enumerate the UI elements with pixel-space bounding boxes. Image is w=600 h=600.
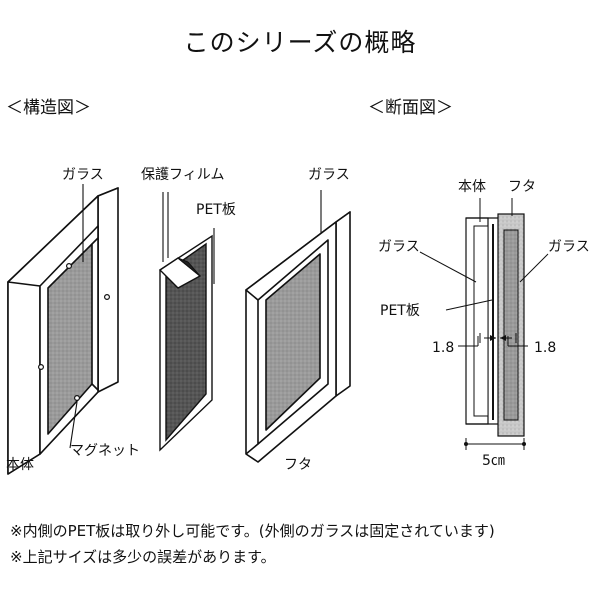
cross-section-heading: ＜断面図＞ bbox=[368, 98, 453, 118]
section-lid-glass bbox=[503, 229, 519, 421]
section-glass-left-label: ガラス bbox=[378, 239, 420, 255]
film-label: 保護フィルム bbox=[141, 167, 225, 183]
cross-section bbox=[465, 213, 525, 437]
lid-frame bbox=[245, 211, 351, 463]
section-body-label: 本体 bbox=[458, 179, 486, 195]
depth-value: 5㎝ bbox=[482, 453, 505, 469]
leader-lines bbox=[69, 184, 322, 449]
page-title: このシリーズの概略 bbox=[183, 28, 417, 57]
magnet-dots bbox=[37, 263, 110, 402]
magnet-icon bbox=[37, 364, 44, 371]
pet-label: PET板 bbox=[196, 202, 236, 218]
body-label: 本体 bbox=[6, 457, 34, 473]
dimension-arrows bbox=[464, 335, 526, 446]
gap-right-value: 1.8 bbox=[534, 340, 557, 356]
magnet-label: マグネット bbox=[70, 443, 140, 459]
lid-label: フタ bbox=[284, 457, 312, 473]
note-removable: ※内側のPET板は取り外し可能です。(外側のガラスは固定されています) bbox=[10, 522, 495, 540]
body-frame bbox=[7, 187, 119, 475]
note-tolerance: ※上記サイズは多少の誤差があります。 bbox=[10, 548, 276, 566]
section-glass-right-label: ガラス bbox=[548, 239, 590, 255]
gap-left-value: 1.8 bbox=[432, 340, 455, 356]
lid-glass-label: ガラス bbox=[308, 167, 350, 183]
section-pet-label: PET板 bbox=[380, 303, 420, 319]
lid-glass-panel bbox=[265, 253, 321, 431]
section-lid-label: フタ bbox=[508, 179, 536, 195]
magnet-icon bbox=[103, 294, 110, 301]
magnet-icon bbox=[73, 395, 80, 402]
pet-plate bbox=[158, 234, 213, 452]
structure-heading: ＜構造図＞ bbox=[6, 98, 91, 118]
magnet-icon bbox=[65, 263, 72, 270]
body-glass-label: ガラス bbox=[62, 167, 104, 183]
